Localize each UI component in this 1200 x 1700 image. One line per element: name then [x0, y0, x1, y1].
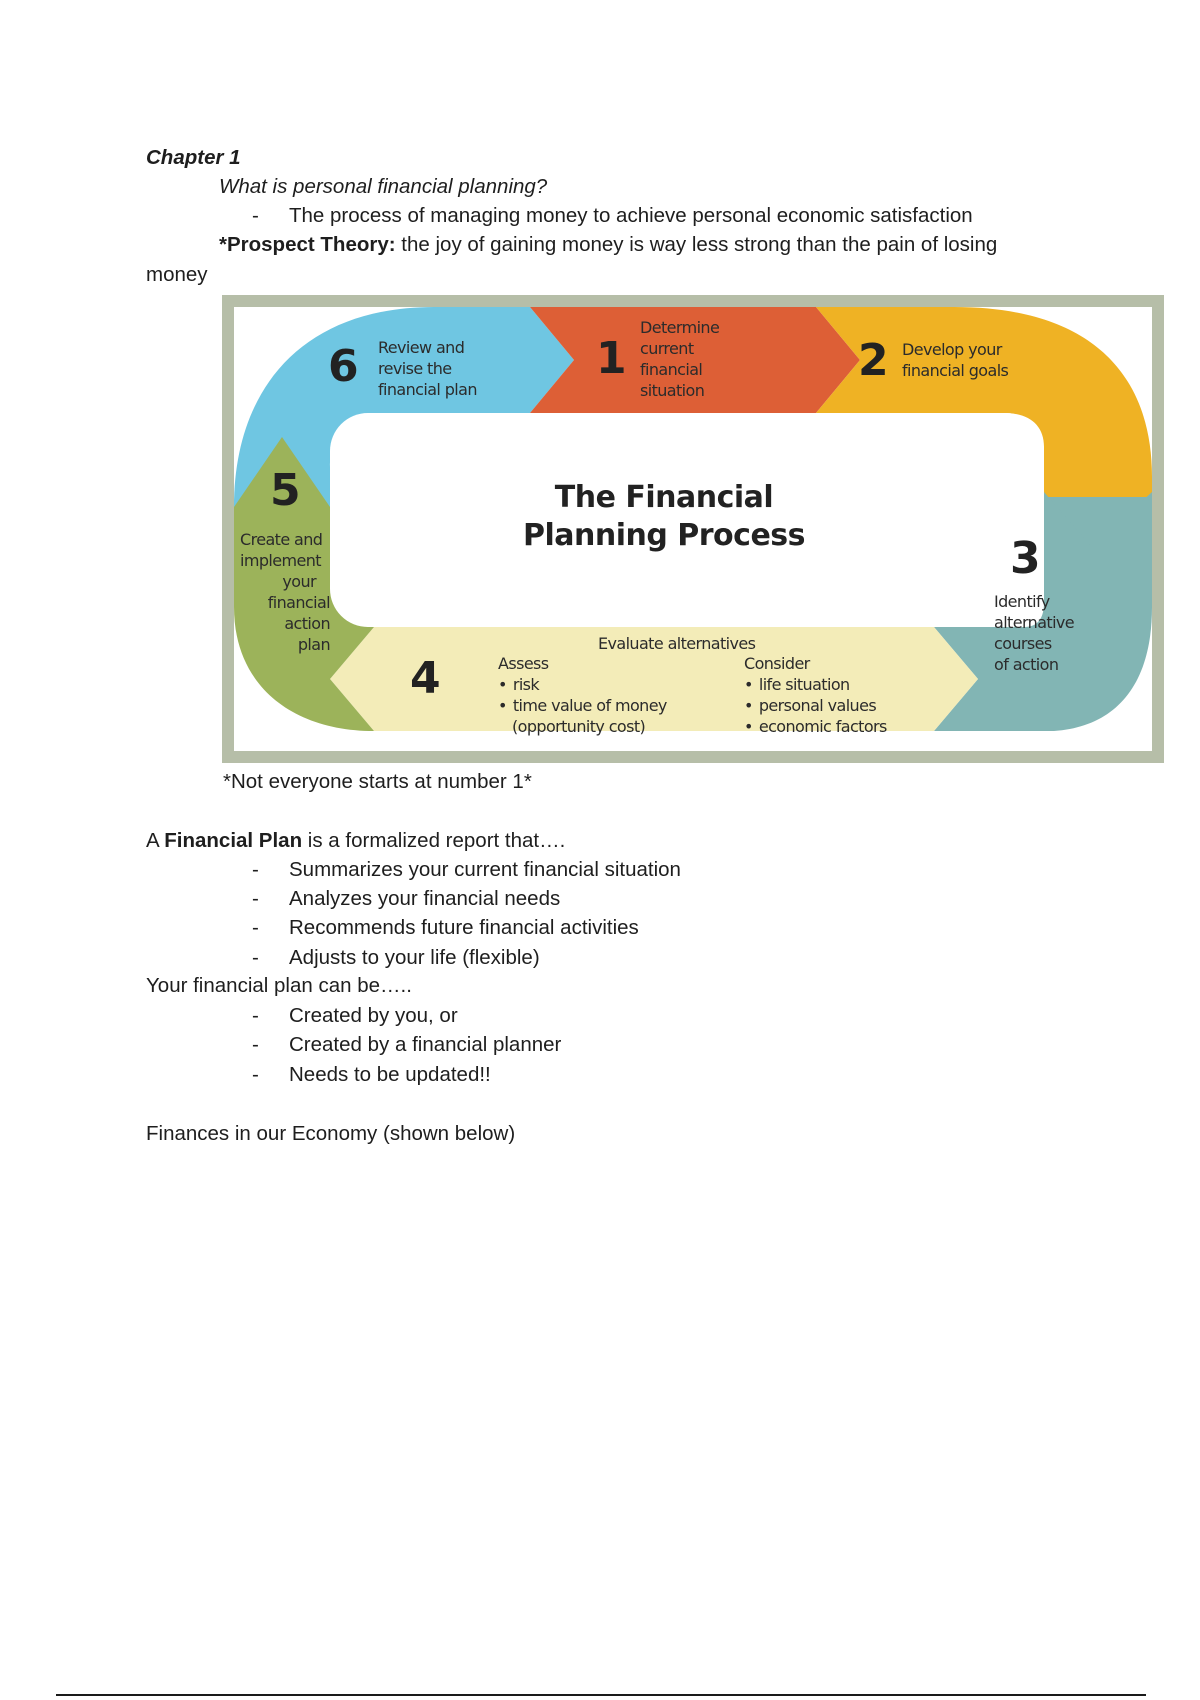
definition-bullet: The process of managing money to achieve… — [289, 204, 973, 227]
step4-number: 4 — [410, 653, 441, 704]
step4-assess: Assess risk time value of money (opportu… — [498, 653, 667, 737]
step4-heading: Evaluate alternatives — [598, 634, 756, 653]
step1-band — [530, 307, 860, 413]
step6-label: Review and revise the financial plan — [378, 338, 477, 399]
prospect-theory-continuation: money — [146, 263, 208, 286]
step3-arrow-tip — [1044, 492, 1152, 547]
step2-band — [816, 307, 1152, 497]
step5-label: Create and implement your financial acti… — [240, 530, 331, 654]
list-item: Analyzes your financial needs — [289, 887, 561, 910]
step2-number: 2 — [858, 335, 889, 386]
prospect-theory-text: the joy of gaining money is way less str… — [395, 233, 998, 256]
step1-number: 1 — [596, 333, 627, 384]
dash-bullet: - — [252, 204, 259, 227]
step6-band — [234, 307, 574, 507]
diagram-note: *Not everyone starts at number 1* — [223, 770, 532, 793]
question-heading: What is personal financial planning? — [219, 175, 548, 198]
step6-number: 6 — [328, 341, 359, 392]
page-bottom-rule — [56, 1694, 1146, 1696]
step3-number: 3 — [1010, 533, 1041, 584]
financial-plan-intro: A Financial Plan is a formalized report … — [146, 829, 566, 852]
step1-label: Determine current financial situation — [640, 318, 720, 400]
list-item: Created by you, or — [289, 1004, 458, 1027]
prospect-theory-term: *Prospect Theory: — [219, 233, 396, 256]
economy-heading: Finances in our Economy (shown below) — [146, 1122, 516, 1145]
list-item: Recommends future financial activities — [289, 916, 639, 939]
diagram-center-panel — [330, 413, 1044, 627]
diagram-canvas: 6 Review and revise the financial plan 1… — [234, 307, 1152, 751]
step5-band — [234, 437, 374, 731]
list-item: Created by a financial planner — [289, 1033, 562, 1056]
financial-plan-term: Financial Plan — [164, 829, 303, 852]
can-be-intro: Your financial plan can be….. — [146, 974, 412, 997]
chapter-heading: Chapter 1 — [146, 146, 241, 169]
list-item: Adjusts to your life (flexible) — [289, 946, 540, 969]
step3-band — [934, 497, 1152, 731]
step5-number: 5 — [270, 465, 301, 516]
diagram-title: The Financial Planning Process — [522, 480, 806, 553]
step2-label: Develop your financial goals — [902, 340, 1009, 380]
list-item: Needs to be updated!! — [289, 1063, 491, 1086]
financial-planning-process-diagram: 6 Review and revise the financial plan 1… — [222, 295, 1164, 763]
list-item: Summarizes your current financial situat… — [289, 858, 681, 881]
prospect-theory-line: *Prospect Theory: the joy of gaining mon… — [219, 233, 997, 257]
step4-consider: Consider life situation personal values … — [744, 653, 887, 737]
step3-label: Identify alternative courses of action — [994, 592, 1075, 674]
